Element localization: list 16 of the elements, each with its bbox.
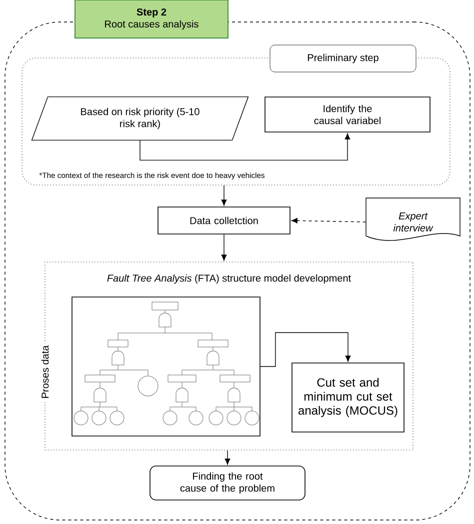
arrow	[221, 185, 227, 206]
process-box: Identify the causal variabel	[264, 96, 430, 132]
side-label: Proses data	[39, 343, 51, 401]
document-shape: Expert interview	[366, 198, 460, 241]
process-box: Finding the root cause of the problem	[150, 466, 306, 500]
arrow	[224, 450, 230, 465]
arrow	[291, 218, 366, 224]
arrow	[260, 332, 351, 367]
region-title: Fault Tree Analysis (FTA) structure model development	[107, 274, 351, 284]
arrow	[221, 234, 227, 261]
process-box: Cut set and minimum cut set analysis (MOCUS)	[292, 362, 404, 432]
heading-box: Preliminary step	[270, 44, 416, 72]
parallelogram-box: Based on risk priority (5-10 risk rank)	[31, 96, 249, 141]
arrow	[140, 133, 350, 161]
heading-box: Step 2 Root causes analysis	[74, 0, 228, 38]
process-box: Data colletction	[158, 206, 290, 234]
